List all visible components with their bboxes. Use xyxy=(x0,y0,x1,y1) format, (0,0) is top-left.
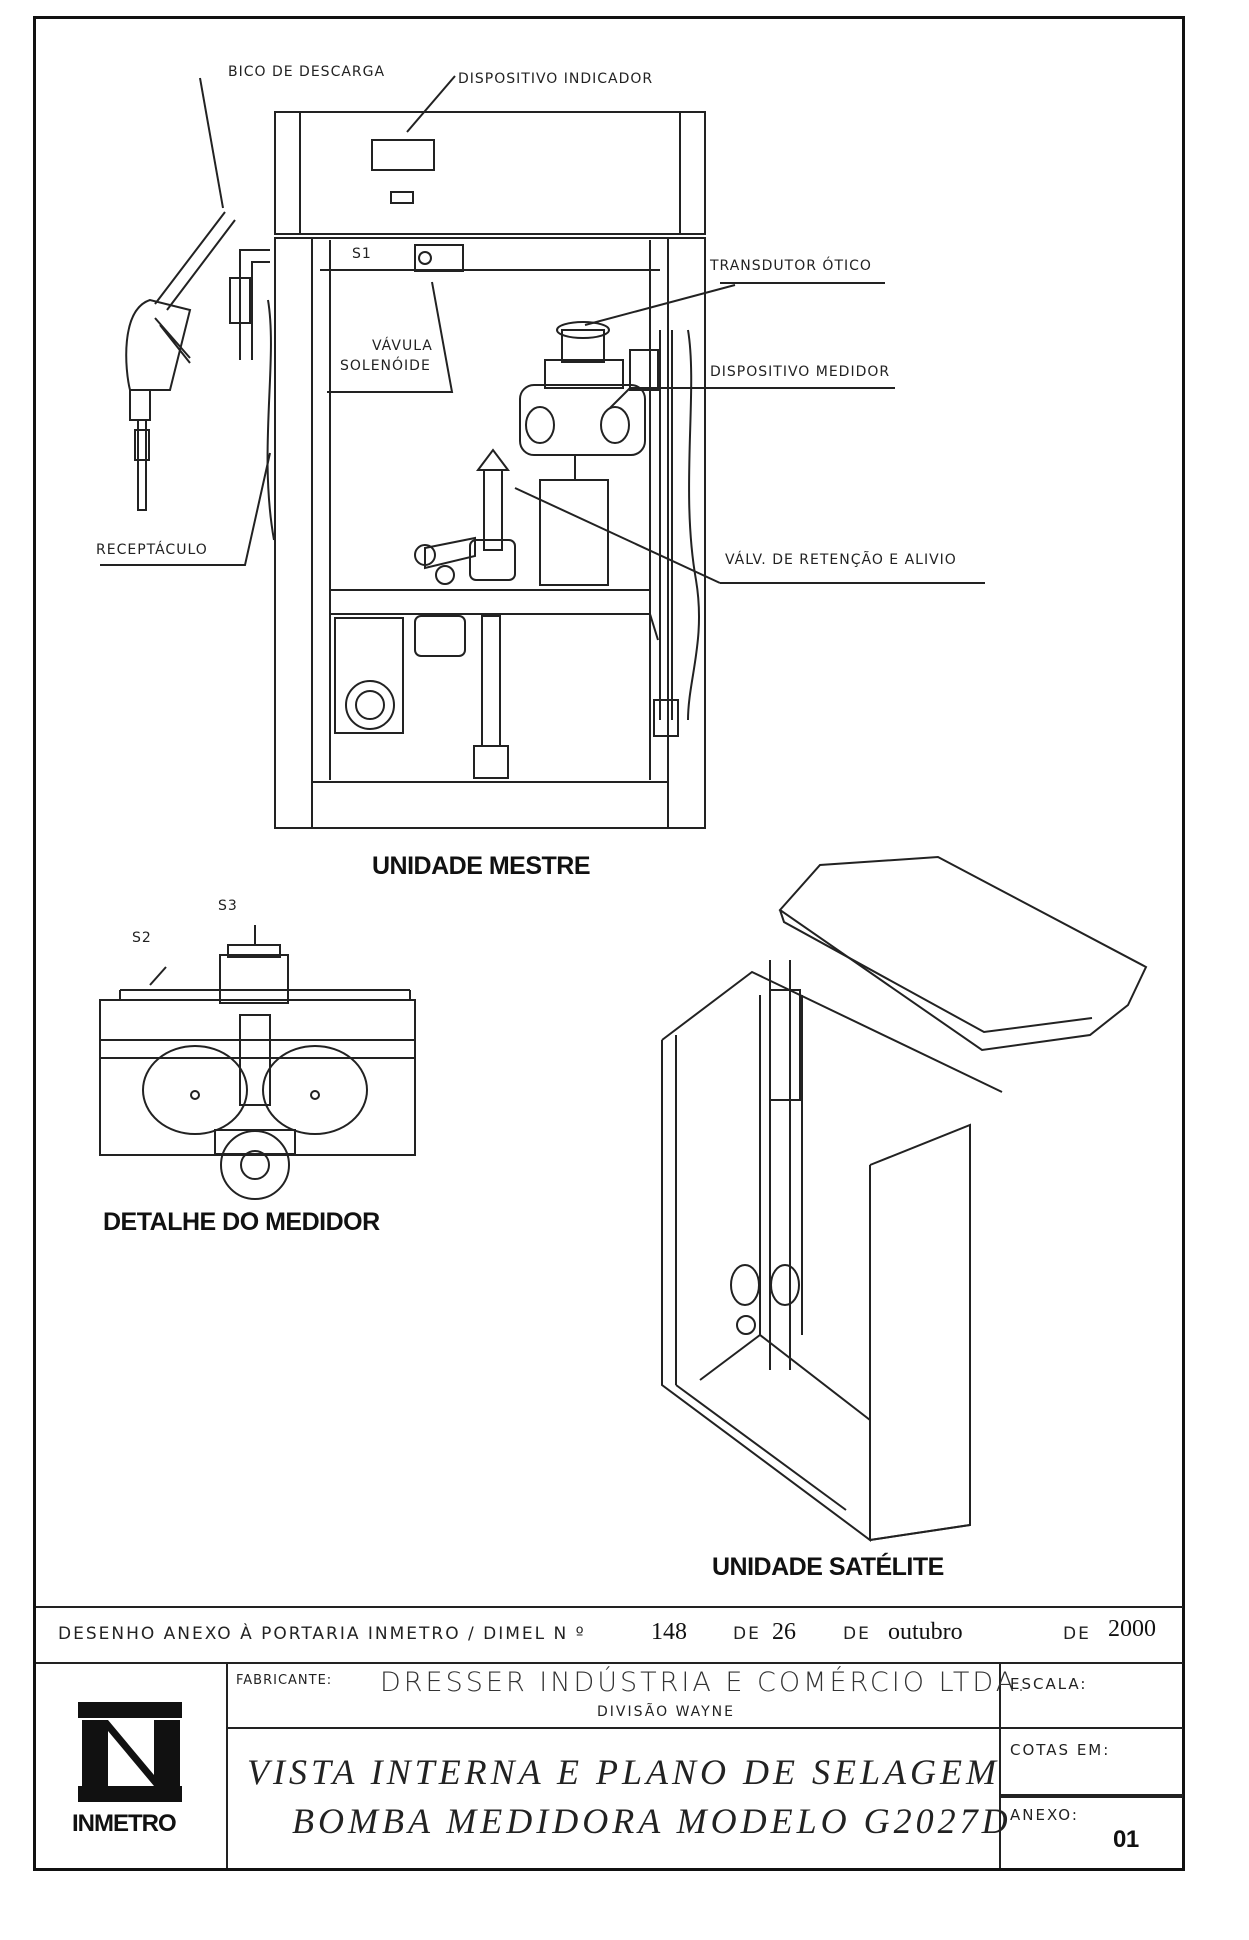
meter-detail-drawing xyxy=(99,925,416,1200)
label-dispositivo-indicador: DISPOSITIVO INDICADOR xyxy=(458,71,654,87)
portaria-number: 148 xyxy=(651,1619,687,1645)
master-unit-drawing xyxy=(100,75,985,829)
inmetro-logo-text: INMETRO xyxy=(72,1810,177,1837)
label-receptaculo: RECEPTÁCULO xyxy=(96,542,208,558)
escala-label: ESCALA: xyxy=(1010,1675,1088,1693)
month-value: outubro xyxy=(888,1619,963,1645)
label-dispositivo-medidor: DISPOSITIVO MEDIDOR xyxy=(710,364,891,380)
seal-s2-label: S2 xyxy=(132,930,152,946)
cotas-em-label: COTAS EM: xyxy=(1010,1741,1111,1759)
de-label-3: DE xyxy=(1063,1624,1091,1644)
label-valv-retencao: VÁLV. DE RETENÇÃO E ALIVIO xyxy=(725,552,957,568)
de-label-1: DE xyxy=(733,1624,761,1644)
drawing-title-line1: VISTA INTERNA E PLANO DE SELAGEM xyxy=(247,1752,1000,1792)
inmetro-logo-mark xyxy=(78,1702,182,1802)
drawing-title-line2: BOMBA MEDIDORA MODELO G2027D xyxy=(292,1801,1012,1841)
satellite-unit-drawing xyxy=(661,855,1148,1542)
title-unidade-mestre: UNIDADE MESTRE xyxy=(372,852,591,880)
seal-s1-label: S1 xyxy=(352,246,372,262)
title-block-lines xyxy=(36,1606,1183,1868)
fabricante-name: DRESSER INDÚSTRIA E COMÉRCIO LTDA. xyxy=(380,1667,1029,1698)
de-label-2: DE xyxy=(843,1624,871,1644)
title-detalhe-do-medidor: DETALHE DO MEDIDOR xyxy=(103,1208,380,1236)
fabricante-label: FABRICANTE: xyxy=(236,1673,333,1688)
anexo-number: 01 xyxy=(1113,1826,1139,1853)
label-valvula: VÁVULA xyxy=(372,338,433,354)
year-value: 2000 xyxy=(1108,1616,1156,1642)
label-bico-de-descarga: BICO DE DESCARGA xyxy=(228,64,386,80)
label-solenoide: SOLENÓIDE xyxy=(340,358,431,374)
day-value: 26 xyxy=(772,1619,796,1645)
seal-s3-label: S3 xyxy=(218,898,238,914)
drawing-sheet xyxy=(33,16,1185,1871)
divisao-wayne: DIVISÃO WAYNE xyxy=(597,1704,735,1720)
title-unidade-satelite: UNIDADE SATÉLITE xyxy=(712,1553,944,1581)
label-transdutor-otico: TRANSDUTOR ÓTICO xyxy=(710,258,872,274)
desenho-anexo-text: DESENHO ANEXO À PORTARIA INMETRO / DIMEL… xyxy=(58,1624,586,1644)
anexo-label: ANEXO: xyxy=(1010,1806,1079,1824)
